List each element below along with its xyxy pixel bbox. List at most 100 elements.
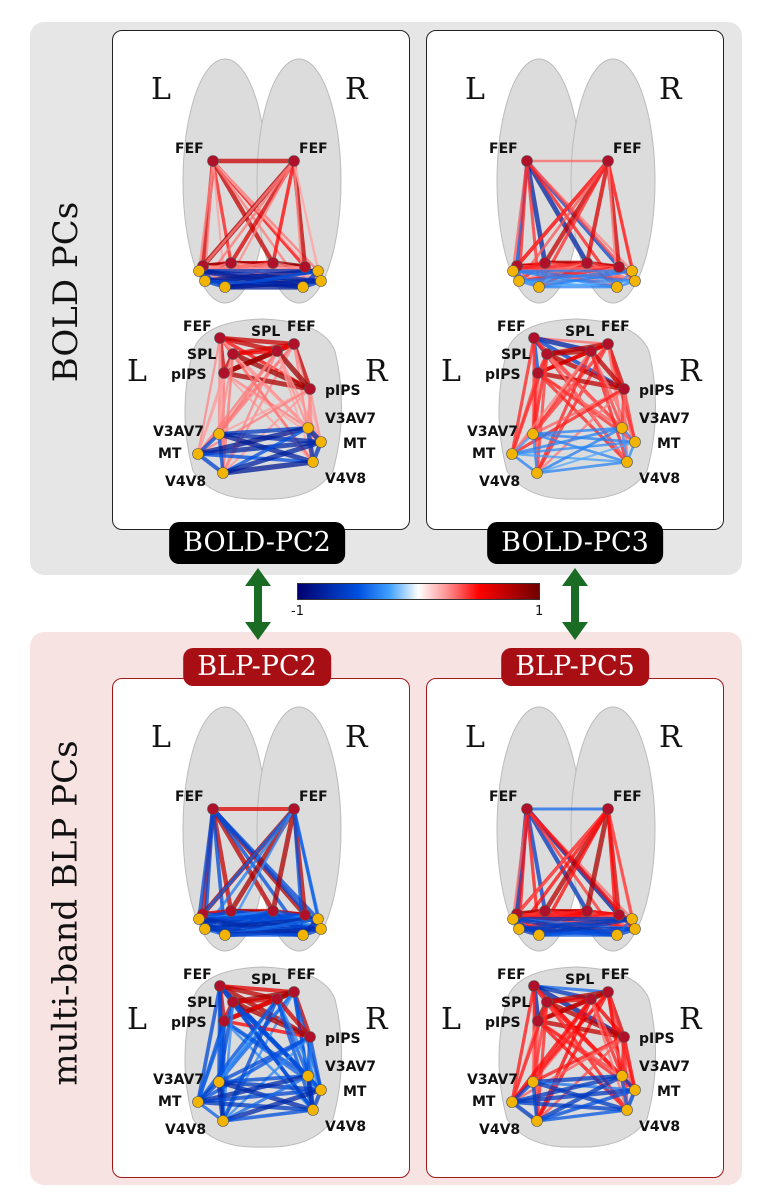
connectivity-edge bbox=[584, 806, 611, 914]
node-label-fef: FEF bbox=[497, 967, 526, 983]
node-label-fef: FEF bbox=[287, 319, 316, 335]
blp-pcs-label: multi-band BLP PCs bbox=[30, 640, 102, 1185]
dorsal-node bbox=[225, 905, 237, 917]
visual-node bbox=[611, 929, 623, 941]
connectivity-edge bbox=[197, 159, 296, 273]
visual-node bbox=[217, 467, 229, 479]
node-label-v3av7: V3AV7 bbox=[325, 1059, 376, 1075]
connectivity-edge bbox=[221, 997, 279, 1123]
connectivity-edge bbox=[510, 984, 536, 1104]
connectivity-edge bbox=[222, 1019, 312, 1039]
connectivity-edge bbox=[622, 387, 637, 444]
visual-node bbox=[629, 923, 641, 935]
connectivity-edge bbox=[531, 432, 539, 475]
left-label: L bbox=[465, 720, 485, 755]
connectivity-edge bbox=[220, 1087, 324, 1124]
node-label-mt: MT bbox=[472, 446, 496, 462]
dorsal-node bbox=[581, 257, 593, 269]
connectivity-edge bbox=[589, 997, 626, 1039]
dorsal-node bbox=[585, 345, 597, 357]
visual-node bbox=[297, 929, 309, 941]
connectivity-edge bbox=[308, 387, 323, 444]
connectivity-edge bbox=[203, 159, 296, 283]
visual-node bbox=[506, 448, 518, 460]
node-label-v4v8: V4V8 bbox=[165, 474, 206, 490]
connectivity-edge bbox=[535, 1018, 627, 1040]
connectivity-edge bbox=[544, 999, 627, 1040]
node-label-v4v8: V4V8 bbox=[325, 1119, 366, 1135]
right-label: R bbox=[365, 1002, 389, 1037]
node-label-v3av7: V3AV7 bbox=[639, 1059, 690, 1075]
node-label-fef-right: FEF bbox=[613, 789, 642, 805]
visual-node bbox=[531, 467, 543, 479]
dorsal-node bbox=[618, 1031, 630, 1043]
connectivity-edge bbox=[196, 336, 222, 456]
visual-node bbox=[616, 422, 628, 434]
dorsal-node bbox=[218, 367, 230, 379]
visual-node bbox=[213, 1076, 225, 1088]
node-label-v3av7: V3AV7 bbox=[153, 1072, 204, 1088]
node-label-spl: SPL bbox=[187, 995, 216, 1011]
connectivity-edge bbox=[274, 348, 313, 392]
left-label: L bbox=[127, 1002, 147, 1037]
dorsal-node bbox=[541, 996, 553, 1008]
right-label: R bbox=[679, 354, 703, 389]
connectivity-edge bbox=[230, 999, 313, 1040]
visual-node bbox=[513, 923, 525, 935]
connectivity-edge bbox=[509, 1073, 625, 1105]
dorsal-node bbox=[207, 803, 219, 815]
dorsal-node bbox=[271, 993, 283, 1005]
connectivity-edge bbox=[584, 158, 611, 266]
connectivity-edge bbox=[221, 426, 310, 475]
node-label-v4v8: V4V8 bbox=[325, 471, 366, 487]
dorsal-node bbox=[267, 905, 279, 917]
dorsal-node bbox=[227, 348, 239, 360]
dorsal-node bbox=[532, 1015, 544, 1027]
connectivity-edge bbox=[221, 370, 313, 392]
connectivity-edge bbox=[517, 269, 634, 283]
visual-node bbox=[616, 1070, 628, 1082]
dorsal-node bbox=[214, 332, 226, 344]
node-label-fef: FEF bbox=[183, 319, 212, 335]
node-label-v3av7: V3AV7 bbox=[639, 411, 690, 427]
connectivity-edge bbox=[510, 387, 626, 456]
visual-node bbox=[629, 1084, 641, 1096]
node-label-spl: SPL bbox=[251, 972, 280, 988]
dorsal-node bbox=[304, 1031, 316, 1043]
visual-node bbox=[192, 1096, 204, 1108]
title-bold-pc3: BOLD-PC3 bbox=[487, 522, 663, 564]
bold-pcs-label-text: BOLD PCs bbox=[46, 201, 87, 383]
node-label-v4v8: V4V8 bbox=[639, 471, 680, 487]
visual-node bbox=[315, 275, 327, 287]
right-label: R bbox=[679, 1002, 703, 1037]
node-label-fef-left: FEF bbox=[489, 789, 518, 805]
node-label-fef: FEF bbox=[287, 967, 316, 983]
left-label: L bbox=[465, 72, 485, 107]
node-label-mt: MT bbox=[657, 436, 681, 452]
visual-node bbox=[626, 913, 638, 925]
connectivity-edge bbox=[535, 440, 637, 475]
connectivity-edge bbox=[536, 371, 629, 464]
node-label-fef: FEF bbox=[183, 967, 212, 983]
dorsal-node bbox=[602, 803, 614, 815]
connectivity-edge bbox=[536, 1019, 629, 1112]
connectivity-edge bbox=[544, 351, 627, 392]
edges-back-view bbox=[192, 980, 327, 1127]
visual-node bbox=[315, 1084, 327, 1096]
visual-node bbox=[312, 265, 324, 277]
dorsal-node bbox=[602, 986, 614, 998]
connectivity-edge bbox=[509, 1087, 638, 1105]
connectivity-edge bbox=[221, 1074, 310, 1123]
connectivity-edge bbox=[230, 351, 313, 392]
left-label: L bbox=[441, 1002, 461, 1037]
dorsal-node bbox=[618, 383, 630, 395]
visual-node bbox=[199, 275, 211, 287]
connectivity-edge bbox=[511, 807, 610, 921]
connectivity-edge bbox=[606, 159, 637, 283]
visual-node bbox=[307, 456, 319, 468]
connectivity-edge bbox=[535, 1108, 629, 1123]
dorsal-node bbox=[299, 909, 311, 921]
bold-pcs-label: BOLD PCs bbox=[30, 22, 102, 562]
